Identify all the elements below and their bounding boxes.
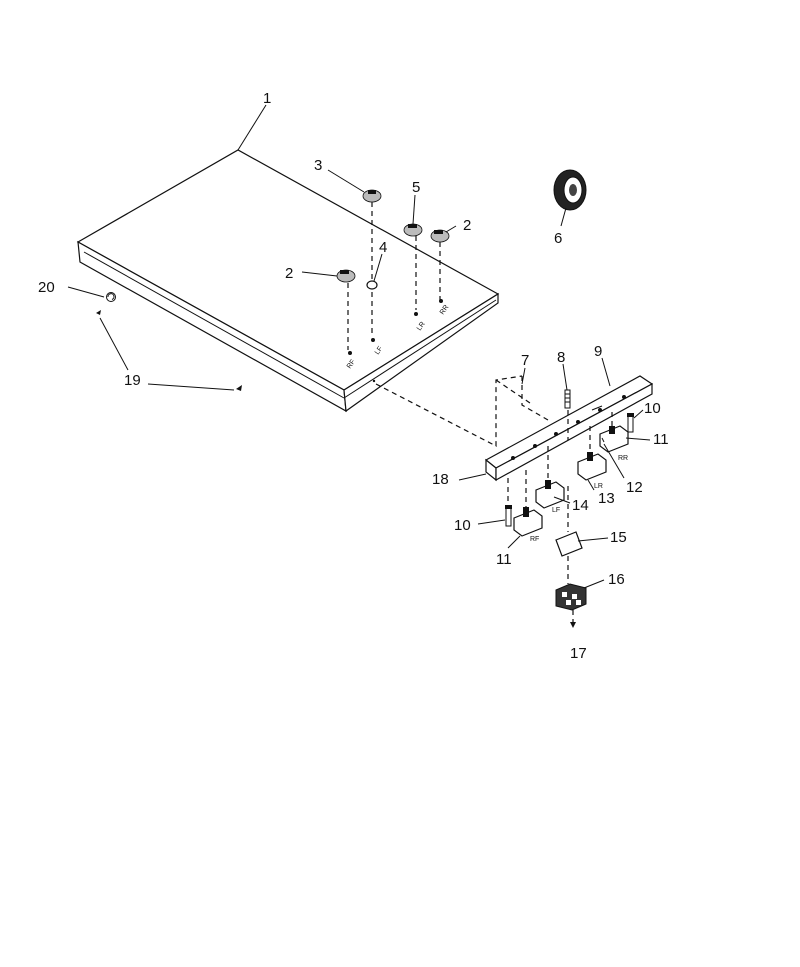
screw-10-left: [505, 478, 512, 527]
bezel-ring-4: [366, 280, 378, 336]
callout-3: 3: [314, 157, 322, 174]
screw-8: [564, 389, 571, 440]
part-19-screw-b: [236, 385, 242, 391]
manifold-bracket-9: [484, 375, 654, 482]
position-label-lr-top: LR: [416, 321, 427, 332]
part-6-dial: [553, 169, 587, 211]
position-label-rr-top: RR: [439, 304, 451, 316]
callout-6: 6: [554, 230, 562, 247]
callout-17: 17: [570, 645, 587, 662]
valve-rf: RF: [513, 470, 543, 543]
position-label-lf-top: LF: [374, 345, 384, 356]
position-label-lf-valve: LF: [552, 507, 560, 514]
hole-rf: [348, 351, 352, 355]
callout-numbers: 1 3 5 2 2 4 6 20 19 7 8 9 10 11 12 13 14…: [38, 90, 669, 662]
callout-14: 14: [572, 497, 589, 514]
callout-7: 7: [521, 352, 529, 369]
part-20-clip: [106, 292, 116, 302]
hole-rr: [439, 299, 443, 303]
callout-16: 16: [608, 571, 625, 588]
screw-10-right: [627, 413, 634, 433]
callout-1: 1: [263, 90, 271, 107]
position-label-rf-top: RF: [346, 358, 357, 370]
knob-2-right: [430, 229, 450, 300]
leader-lines: [67, 104, 651, 589]
callout-2-left: 2: [285, 265, 293, 282]
assembly-line-a: [375, 375, 523, 447]
callout-9: 9: [594, 343, 602, 360]
callout-4: 4: [379, 239, 387, 256]
callout-11-right: 11: [653, 431, 669, 448]
callout-13: 13: [598, 490, 615, 507]
assembly-line-b: [521, 376, 549, 421]
callout-8: 8: [557, 349, 565, 366]
callout-10-right: 10: [644, 400, 661, 417]
hole-lf: [371, 338, 375, 342]
plate-15: [555, 531, 583, 557]
callout-10-left: 10: [454, 517, 471, 534]
cooktop-panel: [76, 149, 500, 413]
callout-5: 5: [412, 179, 420, 196]
screw-17: [570, 622, 576, 628]
hole-lr: [414, 312, 418, 316]
callout-11-left: 11: [496, 551, 512, 568]
position-label-rr-valve: RR: [618, 455, 628, 462]
position-label-lr-valve: LR: [594, 483, 603, 490]
callout-12: 12: [626, 479, 643, 496]
valve-lr: LR: [577, 426, 607, 490]
callout-15: 15: [610, 529, 627, 546]
callout-19: 19: [124, 372, 141, 389]
position-label-rf-valve: RF: [530, 536, 539, 543]
valve-rr: RR: [599, 412, 629, 462]
callout-2-right: 2: [463, 217, 471, 234]
switch-16: [555, 583, 587, 611]
part-19-screw-a: [96, 310, 101, 315]
valve-lf: LF: [535, 446, 565, 514]
callout-20: 20: [38, 279, 55, 296]
callout-18: 18: [432, 471, 449, 488]
knob-3: [362, 189, 382, 280]
knob-2-left: [336, 269, 356, 350]
